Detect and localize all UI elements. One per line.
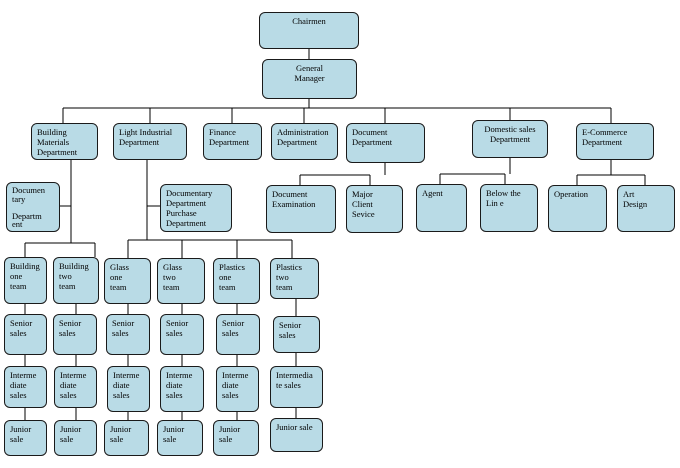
junior-sale-node: Junior sale: [54, 420, 97, 456]
building-one-team-node: Building one team: [4, 257, 47, 304]
agent-node: Agent: [416, 184, 467, 232]
senior-sales-node: Senior sales: [53, 314, 97, 355]
chairmen-node: Chairmen: [259, 12, 359, 49]
below-the-line-node: Below the Lin e: [480, 184, 538, 232]
document-dept-node: Document Department: [346, 123, 425, 163]
senior-sales-node: Senior sales: [106, 314, 150, 355]
senior-sales-node: Senior sales: [216, 314, 260, 355]
senior-sales-node: Senior sales: [4, 314, 47, 355]
intermediate-sales-node: Intermedia te sales: [270, 366, 323, 408]
operation-node: Operation: [548, 185, 607, 232]
plastics-one-team-node: Plastics one team: [213, 258, 260, 304]
document-examination-node: Document Examination: [266, 185, 336, 233]
art-design-node: Art Design: [617, 185, 675, 232]
intermediate-sales-node: Interme diate sales: [54, 366, 97, 408]
glass-two-team-node: Glass two team: [157, 258, 205, 304]
junior-sale-node: Junior sale: [4, 420, 47, 456]
ecommerce-node: E-Commerce Department: [576, 123, 654, 160]
documentary-purchase-node: Documentary Department Purchase Departme…: [160, 184, 232, 232]
junior-sale-node: Junior sale: [270, 418, 323, 452]
finance-node: Finance Department: [203, 123, 262, 160]
plastics-two-team-node: Plastics two team: [270, 258, 319, 299]
junior-sale-node: Junior sale: [213, 420, 259, 456]
administration-node: Administration Department: [271, 123, 338, 160]
intermediate-sales-node: Interme diate sales: [160, 366, 204, 412]
glass-one-team-node: Glass one team: [104, 258, 151, 304]
major-client-node: Major Client Sevice: [346, 185, 403, 233]
documentary-dept-node: Documen tary Departm ent: [6, 182, 60, 232]
light-industrial-node: Light Industrial Department: [113, 123, 187, 160]
general-manager-node: General Manager: [262, 59, 357, 99]
domestic-sales-node: Domestic sales Department: [472, 120, 548, 158]
junior-sale-node: Junior sale: [104, 420, 149, 456]
junior-sale-node: Junior sale: [157, 420, 203, 456]
intermediate-sales-node: Interme diate sales: [107, 366, 150, 412]
intermediate-sales-node: Interme diate sales: [216, 366, 259, 412]
building-two-team-node: Building two team: [53, 257, 99, 304]
senior-sales-node: Senior sales: [160, 314, 204, 355]
intermediate-sales-node: Interme diate sales: [4, 366, 47, 408]
senior-sales-node: Senior sales: [273, 316, 320, 353]
building-materials-node: Building Materials Department: [31, 123, 98, 160]
